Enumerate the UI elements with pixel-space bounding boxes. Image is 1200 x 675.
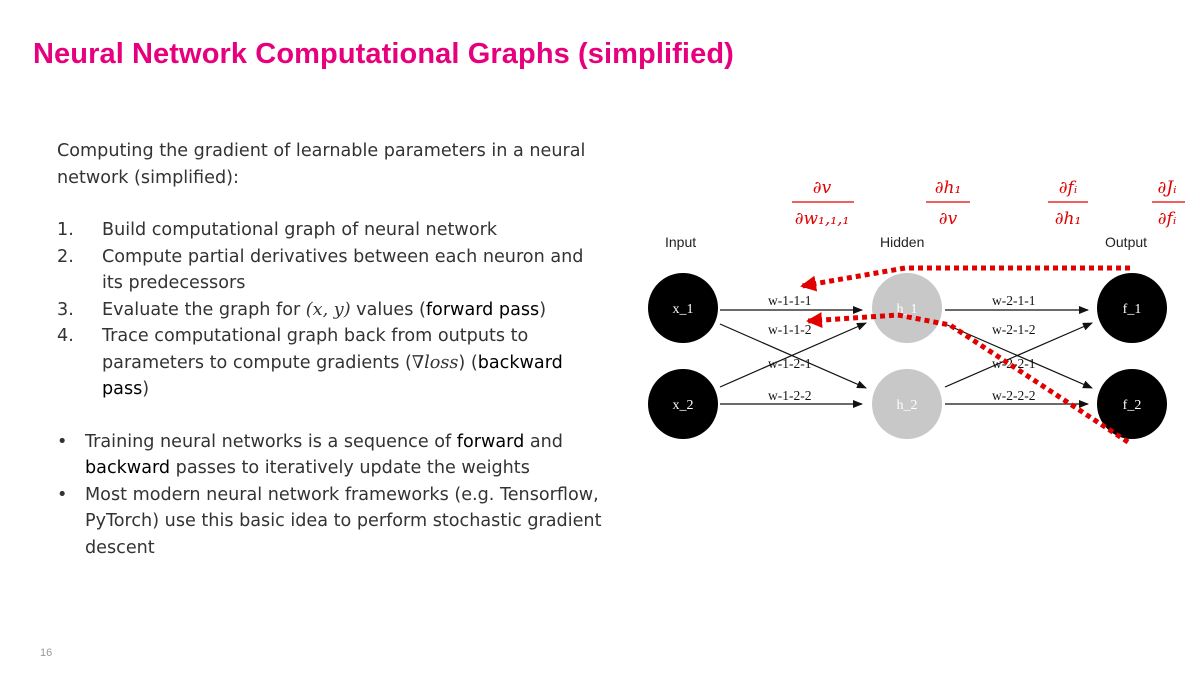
node-x2-label: x_2 [673, 398, 694, 413]
neural-network-diagram: ∂v ∂w₁,₁,₁ ∂h₁ ∂v ∂fᵢ ∂h₁ ∂Jᵢ ∂fᵢ Input … [648, 178, 1185, 445]
edge-label-w112: w-1-1-2 [768, 322, 812, 337]
node-h2-label: h_2 [897, 398, 918, 413]
intro-text: Computing the gradient of learnable para… [57, 141, 586, 188]
edge-label-w121: w-1-2-1 [768, 356, 812, 371]
edge-label-w211: w-2-1-1 [992, 293, 1036, 308]
svg-text:∂v: ∂v [813, 178, 832, 198]
math-xy: (x, y) [305, 299, 351, 320]
step-1: 1. Build computational graph of neural n… [57, 220, 498, 240]
derivative-dfi-dh1: ∂fᵢ ∂h₁ [1048, 178, 1088, 229]
slide-title: Neural Network Computational Graphs (sim… [33, 38, 734, 70]
math-grad-loss: ∇loss [411, 352, 459, 373]
svg-text:∂Jᵢ: ∂Jᵢ [1157, 178, 1176, 198]
backprop-path-f2 [806, 312, 1130, 445]
node-h1 [872, 273, 942, 343]
forward-pass-term: forward pass [425, 299, 540, 320]
svg-text:∂h₁: ∂h₁ [935, 178, 962, 198]
edge-w112 [719, 323, 867, 389]
edge-label-w212: w-2-1-2 [992, 322, 1036, 337]
bullet-2: • Most modern neural network frameworks … [57, 484, 602, 558]
node-f1-label: f_1 [1123, 302, 1142, 317]
bullet-1: • Training neural networks is a sequence… [57, 431, 563, 479]
step-2: 2. Compute partial derivatives between e… [57, 246, 584, 294]
edge-w221 [944, 322, 1093, 388]
backward-pass-term: backward pass [102, 352, 563, 400]
edge-label-w111: w-1-1-1 [768, 293, 812, 308]
node-f2-label: f_2 [1123, 398, 1142, 413]
svg-text:∂v: ∂v [939, 209, 958, 229]
edge-w212 [944, 323, 1093, 389]
svg-text:∂fᵢ: ∂fᵢ [1059, 178, 1078, 198]
derivative-dji-dfi: ∂Jᵢ ∂fᵢ [1152, 178, 1185, 229]
step-4: 4. Trace computational graph back from o… [57, 326, 563, 400]
svg-text:∂h₁: ∂h₁ [1055, 209, 1082, 229]
derivative-dh1-dv: ∂h₁ ∂v [926, 178, 970, 229]
node-f1 [1097, 273, 1167, 343]
layer-label-input: Input [665, 234, 696, 250]
edge-label-w221: w-2-2-1 [992, 356, 1036, 371]
node-f2 [1097, 369, 1167, 439]
svg-text:∂w₁,₁,₁: ∂w₁,₁,₁ [795, 209, 850, 229]
page-number: 16 [40, 647, 53, 659]
derivative-dv-dw111: ∂v ∂w₁,₁,₁ [792, 178, 854, 229]
step-3: 3. Evaluate the graph for (x, y) values … [57, 299, 547, 320]
node-x1 [648, 273, 718, 343]
node-x2 [648, 369, 718, 439]
svg-text:∂fᵢ: ∂fᵢ [1158, 209, 1177, 229]
edge-label-w122: w-1-2-2 [768, 388, 812, 403]
layer-label-hidden: Hidden [880, 234, 924, 250]
edge-w121 [719, 322, 867, 388]
edge-label-w222: w-2-2-2 [992, 388, 1036, 403]
slide-body: Computing the gradient of learnable para… [57, 138, 602, 561]
layer-label-output: Output [1105, 234, 1147, 250]
node-h2 [872, 369, 942, 439]
backprop-path-f1 [800, 265, 1130, 292]
node-x1-label: x_1 [673, 302, 694, 317]
